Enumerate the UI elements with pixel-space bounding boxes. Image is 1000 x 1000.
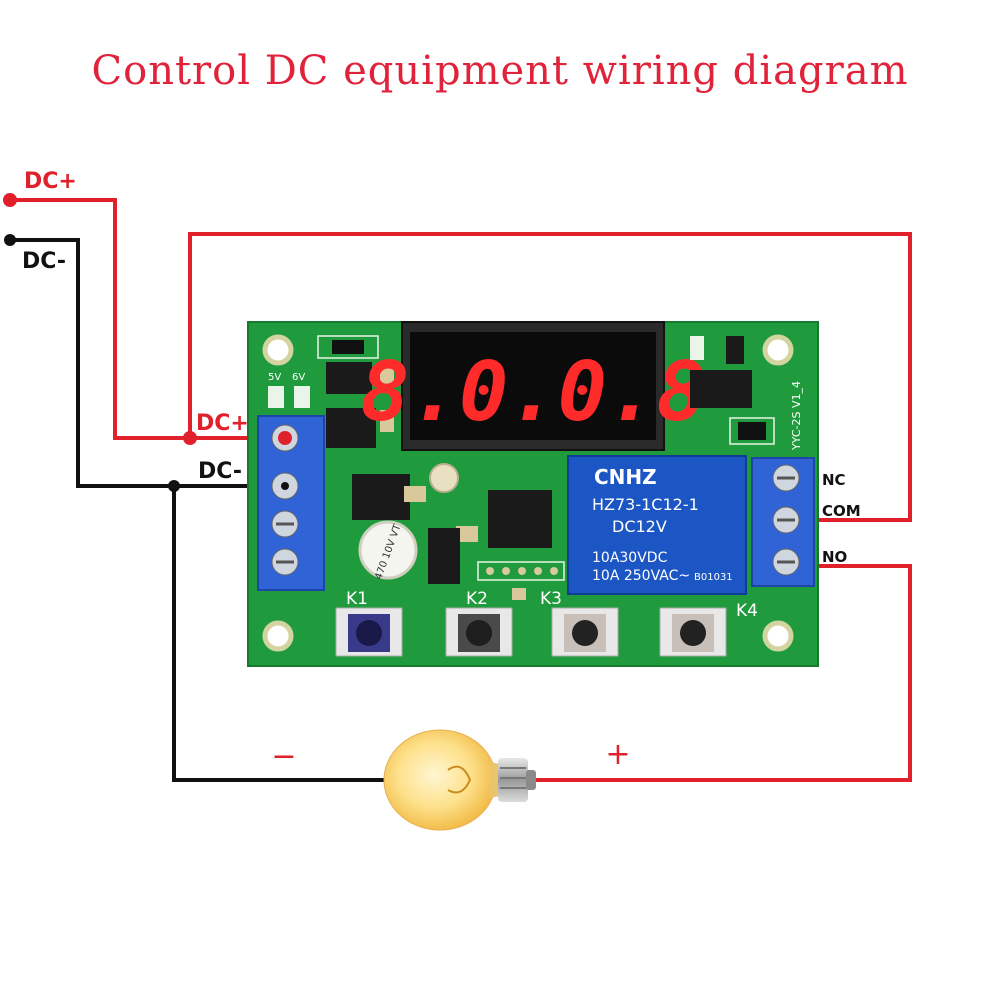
wire-lamp-to-dc-minus xyxy=(172,486,395,782)
relay-brand: CNHZ xyxy=(594,465,657,489)
mounting-holes xyxy=(262,334,794,652)
dc-plus-source-label: DC+ xyxy=(24,169,77,194)
wire-com-loop xyxy=(188,232,912,522)
jumper-5v-label: 5V xyxy=(268,372,281,383)
relay-rating-1: 10A30VDC xyxy=(592,550,668,566)
board-name-label: YYC-2S V1_4 xyxy=(790,381,803,451)
button-k4-label: K4 xyxy=(736,601,758,621)
dc-minus-junction xyxy=(168,480,180,492)
relay-module-board: 5V 6V 8.0.0.8 YYC-2S V1_4 xyxy=(247,321,819,667)
button-k3 xyxy=(551,607,619,657)
lamp-plus-label: + xyxy=(605,737,630,772)
relay-model: HZ73-1C12-1 xyxy=(592,495,699,514)
wire-dc-minus xyxy=(10,238,285,488)
electrolytic-capacitor-small xyxy=(429,463,459,493)
ic-chips xyxy=(352,474,552,584)
button-k2-label: K2 xyxy=(466,589,488,609)
smd-components-right: YYC-2S V1_4 xyxy=(690,336,803,451)
lightbulb-icon xyxy=(383,729,536,831)
dc-minus-source-terminal xyxy=(4,234,16,246)
led-display: 8.0.0.8 xyxy=(360,321,706,451)
dc-minus-source-label: DC- xyxy=(22,249,66,274)
com-label: COM xyxy=(822,502,861,520)
dc-minus-board-label: DC- xyxy=(198,459,242,484)
no-label: NO xyxy=(822,548,847,566)
jumper-6v-label: 6V xyxy=(292,372,305,383)
dc-plus-junction xyxy=(183,431,197,445)
relay-coil: DC12V xyxy=(612,517,667,536)
electrolytic-capacitor: 470 10V VT xyxy=(358,520,418,581)
relay: CNHZ HZ73-1C12-1 DC12V 10A30VDC 10A 250V… xyxy=(567,455,747,595)
button-k3-label: K3 xyxy=(540,589,562,609)
dc-plus-board-label: DC+ xyxy=(196,411,249,436)
diagram-title: Control DC equipment wiring diagram xyxy=(91,48,909,94)
wire-no-to-lamp xyxy=(535,564,912,782)
led-display-digits: 8.0.0.8 xyxy=(360,345,706,440)
button-k4 xyxy=(659,607,727,657)
smd-components-left: 5V 6V xyxy=(268,335,394,448)
button-k1-label: K1 xyxy=(346,589,368,609)
relay-rating-2: 10A 250VAC~ xyxy=(592,568,690,584)
lamp-minus-label: − xyxy=(271,739,296,774)
wire-dc-plus xyxy=(10,198,285,440)
push-buttons: K1 K2 K3 K4 xyxy=(335,589,758,657)
relay-code: B01031 xyxy=(694,572,733,583)
power-terminal-block xyxy=(257,415,325,591)
dc-plus-source-terminal xyxy=(3,193,17,207)
nc-label: NC xyxy=(822,471,846,489)
button-k2 xyxy=(445,607,513,657)
relay-terminal-block xyxy=(751,457,815,587)
button-k1 xyxy=(335,607,403,657)
header-pins xyxy=(477,561,565,600)
